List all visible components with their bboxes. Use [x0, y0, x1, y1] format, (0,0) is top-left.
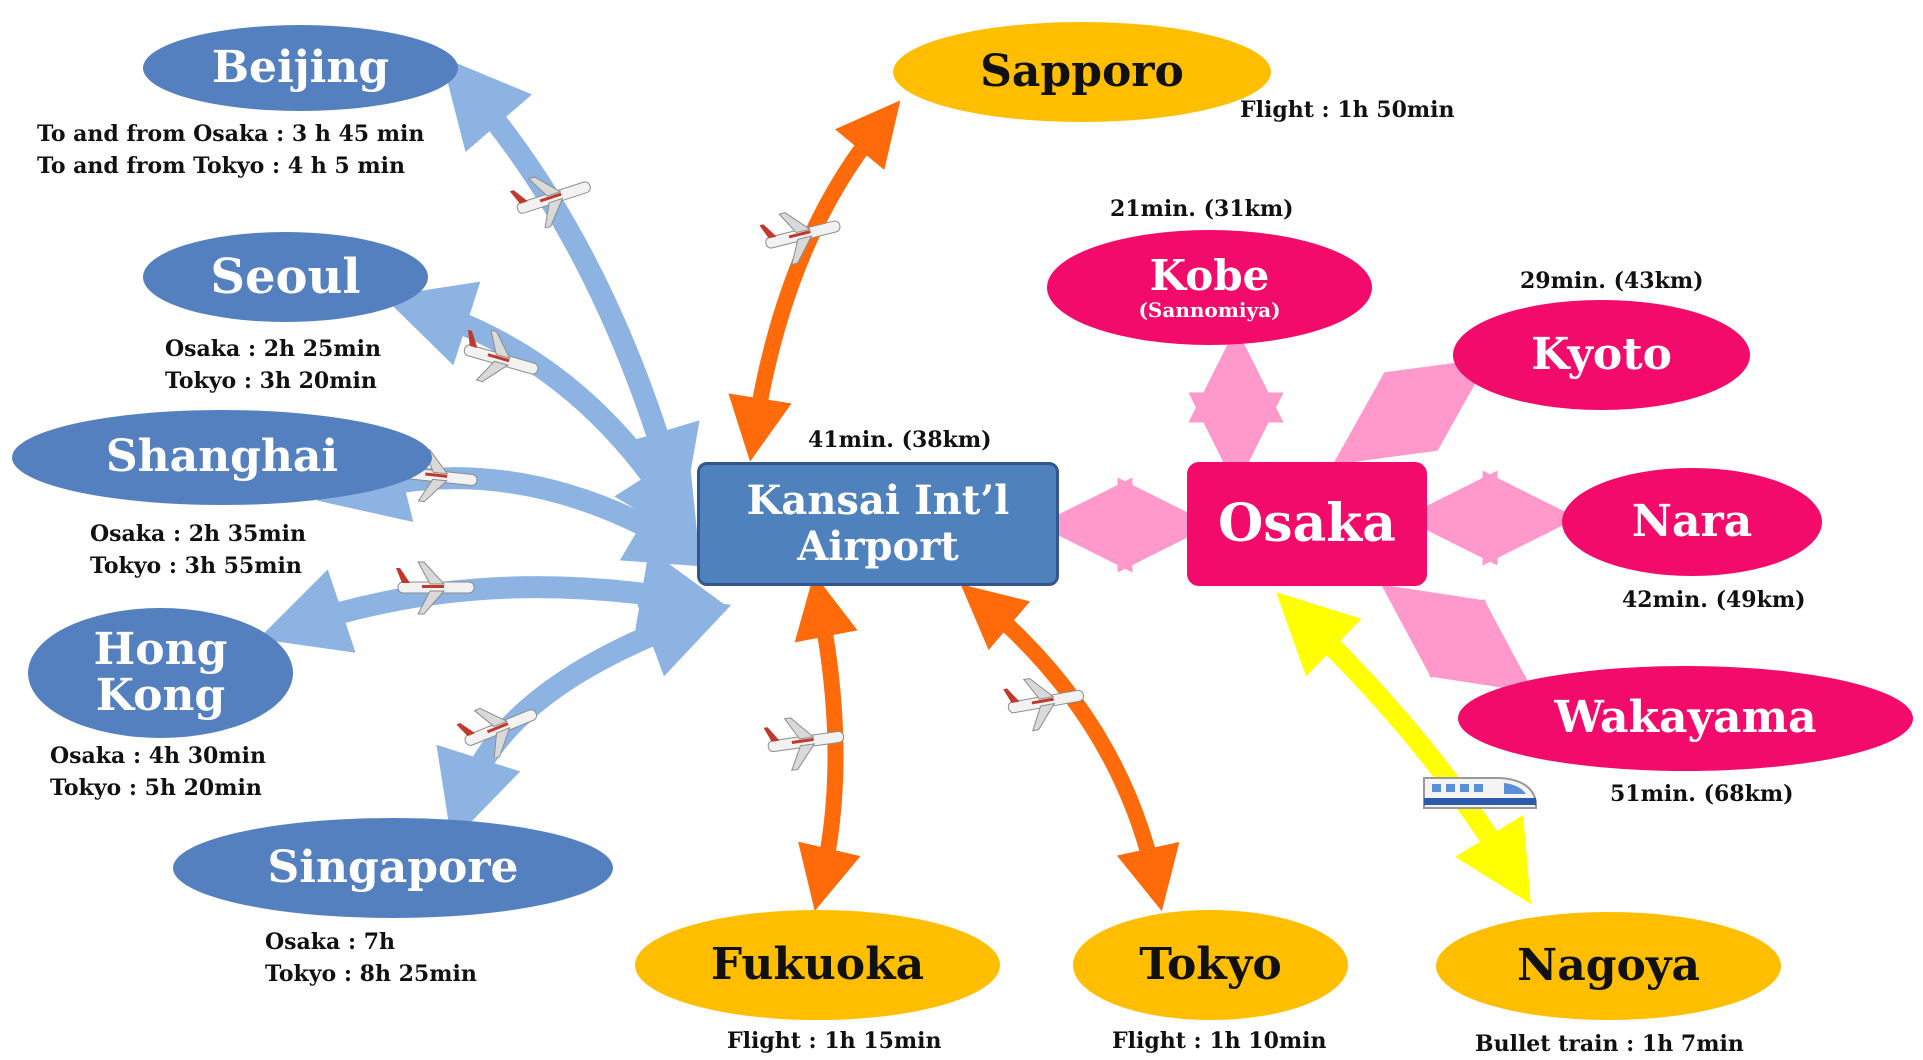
node-osaka: Osaka [1187, 462, 1427, 586]
tokyo-label: Tokyo [1139, 938, 1282, 990]
node-beijing-label: Beijing [211, 41, 390, 93]
node-shanghai: Shanghai [12, 410, 432, 505]
airplane-icon [759, 212, 841, 265]
node-kansai-airport: Kansai Int’l Airport [697, 462, 1059, 586]
beijing-times: To and from Osaka : 3 h 45 min To and fr… [37, 118, 424, 182]
node-kyoto: Kyoto [1453, 300, 1750, 410]
hong-kong-time-tokyo: Tokyo : 5h 20min [50, 775, 262, 801]
node-hong-kong-label-1: Hong [93, 623, 228, 675]
node-nara: Nara [1562, 468, 1822, 576]
bullet-train-icon [1423, 777, 1537, 809]
arrow-kyoto [1332, 358, 1490, 465]
sapporo-label: Sapporo [980, 45, 1184, 97]
arrow-wakayama [1381, 584, 1534, 693]
arrow-hongkong [258, 549, 729, 653]
kobe-time: 21min. (31km) [1110, 196, 1294, 222]
beijing-time-tokyo: To and from Tokyo : 4 h 5 min [37, 153, 406, 179]
airplane-icon [509, 176, 591, 228]
airplane-icon [456, 707, 538, 758]
arrow-tokyo [960, 584, 1180, 912]
node-kobe: Kobe (Sannomiya) [1047, 230, 1372, 345]
singapore-times: Osaka : 7h Tokyo : 8h 25min [265, 926, 477, 990]
seoul-time-osaka: Osaka : 2h 25min [165, 336, 381, 362]
node-sapporo: Sapporo [893, 22, 1271, 122]
node-hong-kong-label-2: Kong [95, 670, 226, 721]
node-fukuoka: Fukuoka [635, 910, 1000, 1020]
node-beijing: Beijing [143, 25, 458, 111]
airplane-icon [1003, 677, 1084, 732]
node-wakayama: Wakayama [1458, 666, 1913, 771]
shanghai-times: Osaka : 2h 35min Tokyo : 3h 55min [90, 518, 306, 582]
airplane-icon [763, 717, 845, 771]
arrow-fukuoka [794, 573, 861, 912]
shanghai-time-tokyo: Tokyo : 3h 55min [90, 553, 302, 579]
fukuoka-time: Flight : 1h 15min [727, 1028, 942, 1054]
wakayama-time: 51min. (68km) [1610, 781, 1794, 807]
hub-travel-time: 41min. (38km) [808, 427, 992, 453]
singapore-time-tokyo: Tokyo : 8h 25min [265, 961, 477, 987]
node-seoul-label: Seoul [210, 248, 361, 305]
node-shanghai-label: Shanghai [105, 431, 339, 483]
osaka-label: Osaka [1218, 492, 1396, 554]
airplane-icon [463, 330, 539, 383]
arrow-sapporo [728, 100, 901, 462]
node-nagoya: Nagoya [1436, 912, 1781, 1020]
singapore-time-osaka: Osaka : 7h [265, 929, 396, 955]
beijing-time-osaka: To and from Osaka : 3 h 45 min [37, 121, 425, 147]
tokyo-time: Flight : 1h 10min [1112, 1028, 1327, 1054]
kobe-label: Kobe [1149, 250, 1270, 300]
kyoto-time: 29min. (43km) [1520, 268, 1704, 294]
kobe-sublabel: (Sannomiya) [1138, 298, 1281, 323]
seoul-times: Osaka : 2h 25min Tokyo : 3h 20min [165, 333, 381, 397]
node-seoul: Seoul [143, 232, 428, 322]
nagoya-label: Nagoya [1517, 939, 1700, 991]
arrow-singapore [436, 593, 732, 842]
arrow-nagoya [1276, 592, 1531, 905]
hong-kong-time-osaka: Osaka : 4h 30min [50, 743, 266, 769]
seoul-time-tokyo: Tokyo : 3h 20min [165, 368, 377, 394]
nara-label: Nara [1631, 495, 1753, 547]
sapporo-time: Flight : 1h 50min [1240, 97, 1455, 123]
nagoya-time: Bullet train : 1h 7min [1475, 1031, 1744, 1057]
hub-label-line2: Airport [797, 523, 959, 570]
node-hong-kong: Hong Kong [28, 608, 293, 738]
fukuoka-label: Fukuoka [710, 938, 925, 990]
wakayama-label: Wakayama [1554, 692, 1817, 744]
shanghai-time-osaka: Osaka : 2h 35min [90, 521, 306, 547]
node-singapore-label: Singapore [267, 841, 519, 893]
node-tokyo: Tokyo [1073, 910, 1348, 1020]
node-singapore: Singapore [173, 818, 613, 918]
nara-time: 42min. (49km) [1622, 587, 1806, 613]
hub-label-line1: Kansai Int’l [746, 477, 1010, 524]
hong-kong-times: Osaka : 4h 30min Tokyo : 5h 20min [50, 740, 266, 804]
kyoto-label: Kyoto [1531, 328, 1672, 380]
airplane-icon [396, 561, 475, 615]
arrow-beijing [441, 56, 700, 518]
